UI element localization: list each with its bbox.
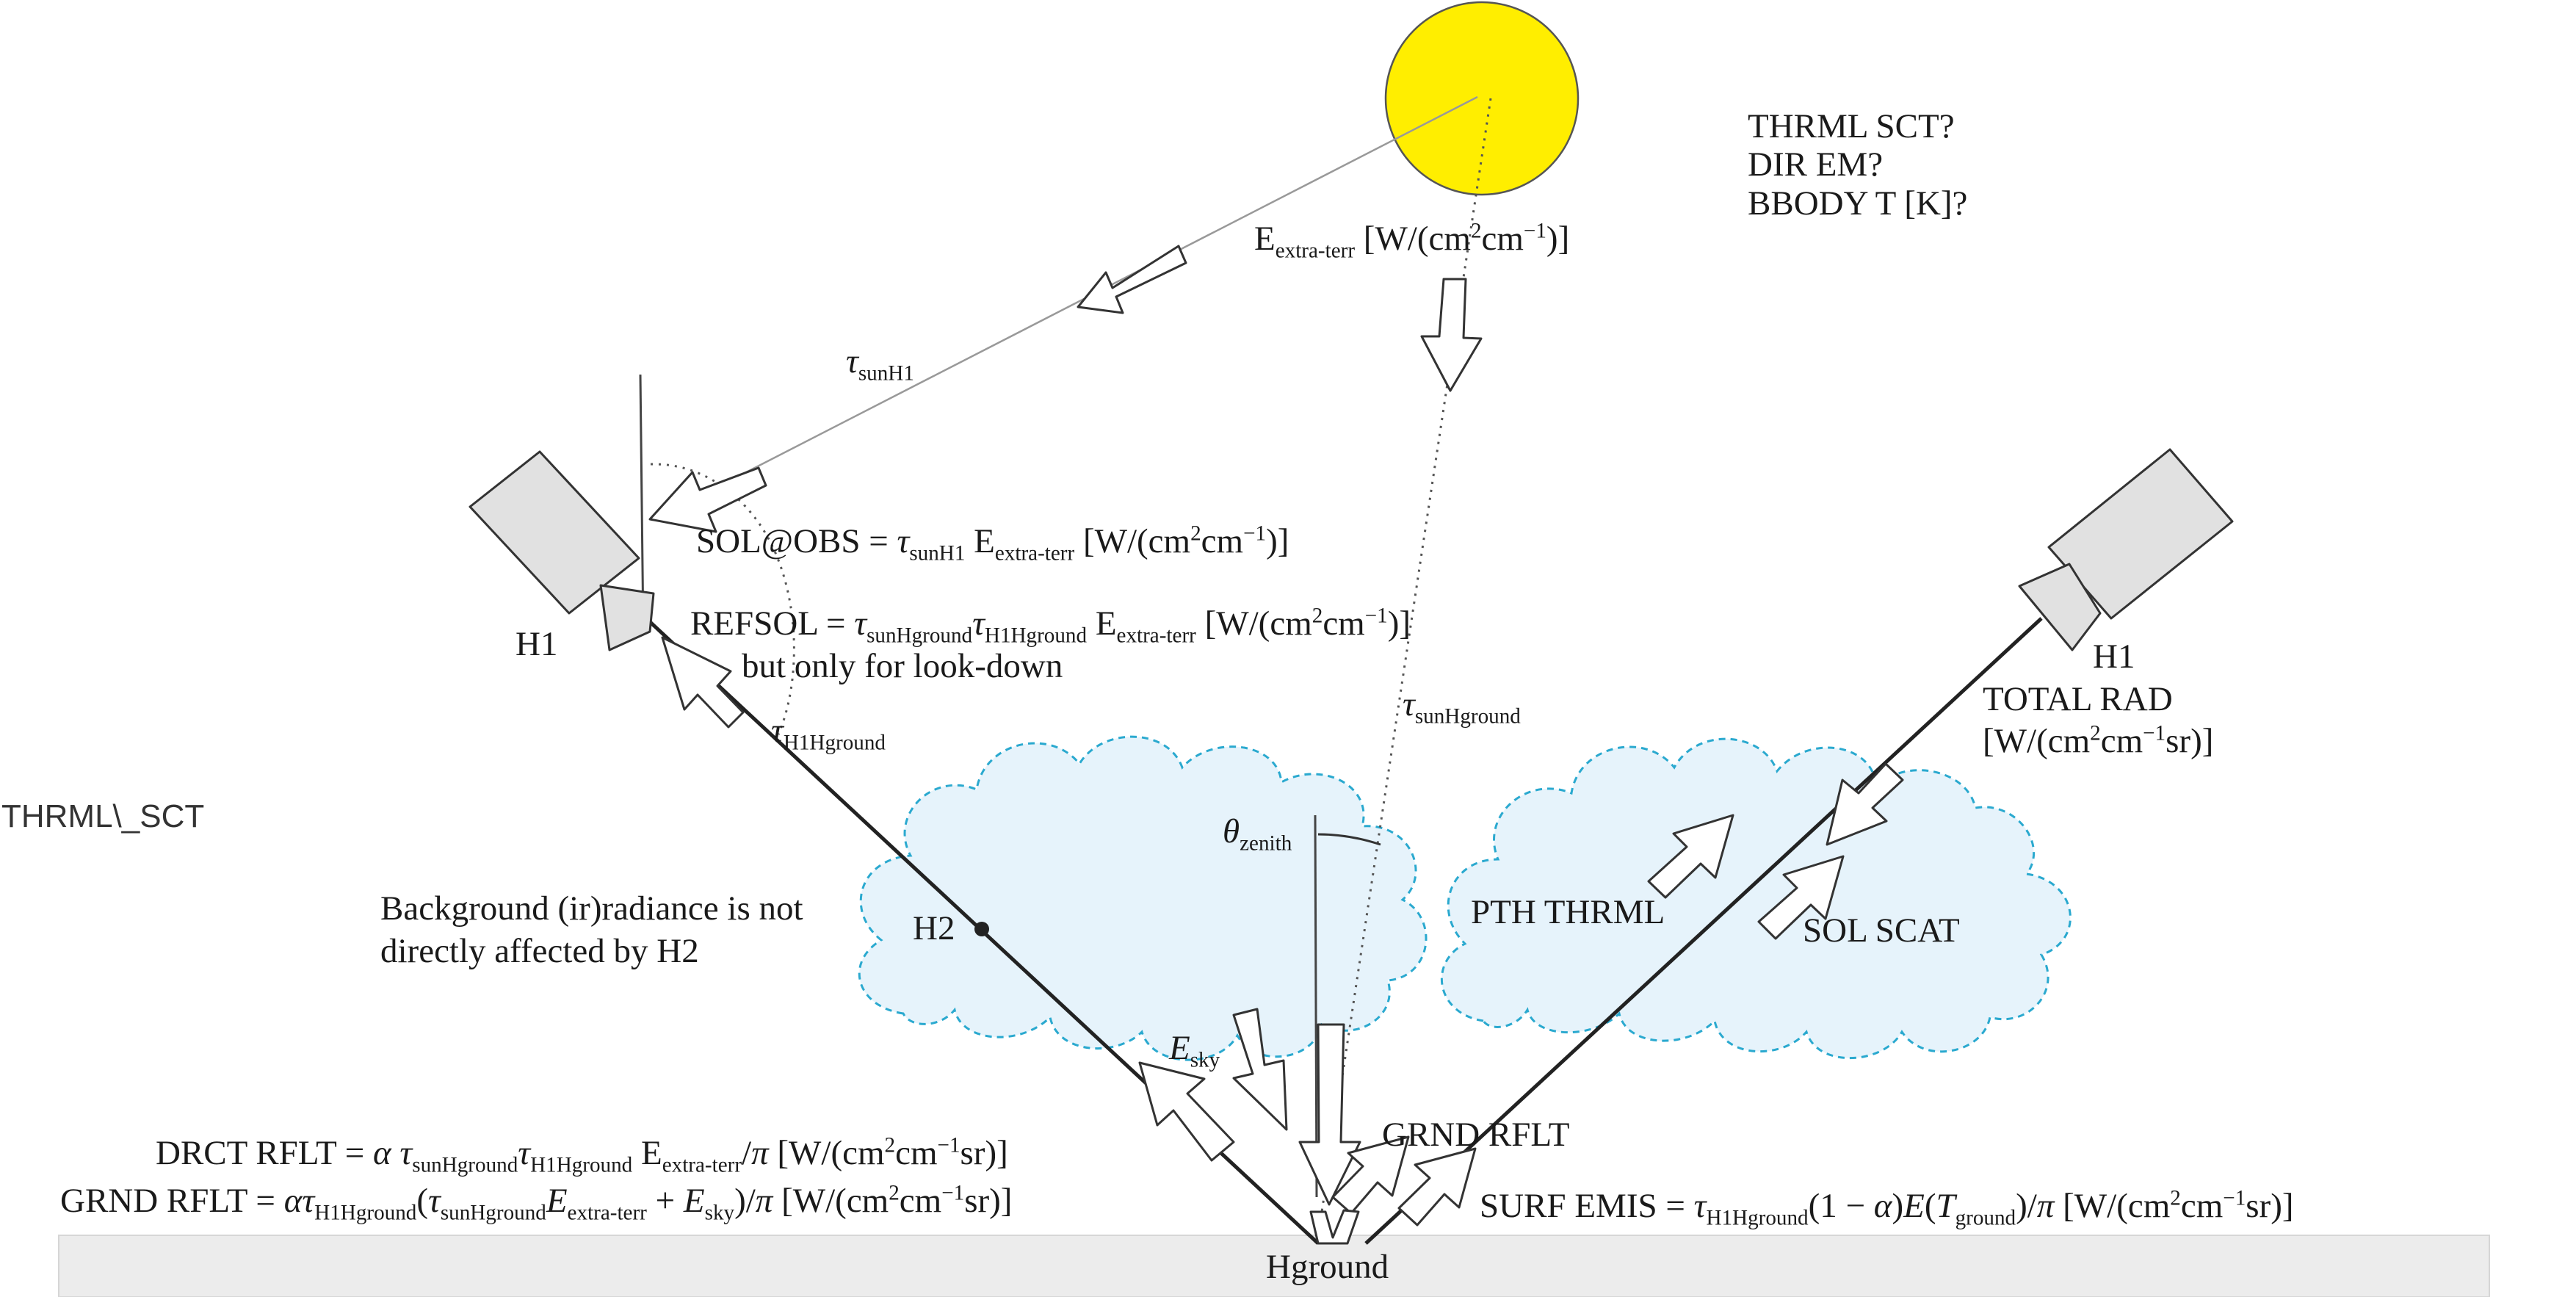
cloud-left: [858, 735, 1428, 1061]
arrows: [648, 245, 1904, 1245]
direct-reflect-equation: DRCT RFLT = α τsunHgroundτH1Hground Eext…: [156, 1133, 1008, 1177]
background-note-line2: directly affected by H2: [380, 932, 699, 970]
ground-strip: [58, 1235, 2490, 1297]
arrow-left-los-up: [1138, 1061, 1235, 1162]
sensor-h1-left: [468, 450, 655, 651]
arrow-sun-to-h1-lower: [648, 466, 767, 533]
sky-irradiance-label: Esky: [1169, 1029, 1220, 1072]
h1-zenith-line: [639, 374, 645, 632]
arrow-sun-to-h1-upper: [1077, 245, 1187, 314]
thermal-scatter-side-label: THRML\_SCT: [1, 798, 205, 834]
extra-terrestrial-irradiance-label: Eextra-terr [W/(cm2cm−1)]: [1254, 219, 1570, 263]
arrow-ground-reflect: [1331, 1135, 1410, 1215]
tau-sun-h1-label: τsunH1: [846, 342, 914, 386]
h1-right-label: H1: [2093, 637, 2135, 676]
arrow-surf-emis: [1397, 1147, 1477, 1226]
h2-label: H2: [913, 909, 955, 947]
sun-to-h1-path: [664, 95, 1478, 516]
sensor-h1-right: [2018, 448, 2234, 651]
zenith-angle-arc: [1317, 833, 1381, 846]
arrow-path-thermal: [1647, 814, 1734, 899]
background-note-line1: Background (ir)radiance is not: [380, 889, 803, 928]
solar-scatter-label: SOL SCAT: [1803, 911, 1960, 950]
arrow-solar-scatter: [1757, 855, 1845, 940]
h2-point: [974, 922, 989, 936]
ground-reflect-equation: GRND RFLT = ατH1Hground(τsunHgroundEextr…: [60, 1181, 1013, 1225]
arrow-esky-middle: [1298, 1023, 1361, 1206]
path-thermal-label: PTH THRML: [1471, 893, 1665, 931]
arrow-sun-down: [1420, 278, 1483, 392]
h1-to-ground-line-right: [1364, 617, 2043, 1245]
thermal-scatter-question: THRML SCT?: [1748, 107, 1955, 145]
sun-to-ground-path: [1320, 98, 1492, 1213]
ground-zenith-line: [1314, 814, 1318, 1198]
tau-h1-hground-label: τH1Hground: [771, 712, 886, 755]
sun: [1384, 1, 1580, 196]
reflected-solar-note: but only for look-down: [742, 647, 1063, 685]
total-radiance-units: [W/(cm2cm−1sr)]: [1983, 721, 2214, 760]
cloud-right: [1440, 737, 2072, 1060]
direct-emission-question: DIR EM?: [1748, 145, 1884, 184]
arrow-ground-vertex: [1309, 1209, 1360, 1245]
reflected-solar-equation: REFSOL = τsunHgroundτH1Hground Eextra-te…: [690, 604, 1411, 648]
tau-sun-hground-label: τsunHground: [1403, 685, 1521, 729]
arrow-esky-left: [1232, 1008, 1288, 1131]
blackbody-temperature-question: BBODY T [K]?: [1748, 184, 1968, 223]
zenith-angle-label: θzenith: [1223, 812, 1292, 856]
surface-emission-equation: SURF EMIS = τH1Hground(1 − α)E(Tground)/…: [1480, 1186, 2294, 1230]
total-radiance-label: TOTAL RAD: [1983, 680, 2173, 718]
ground-reflect-label: GRND RFLT: [1382, 1116, 1570, 1154]
h1-left-label: H1: [515, 625, 558, 663]
ground-label: Hground: [1266, 1248, 1389, 1286]
arrow-to-h1-up: [661, 636, 745, 729]
solar-at-observer-equation: SOL@OBS = τsunH1 Eextra-terr [W/(cm2cm−1…: [696, 521, 1289, 566]
arrow-right-los-up: [1826, 762, 1904, 846]
